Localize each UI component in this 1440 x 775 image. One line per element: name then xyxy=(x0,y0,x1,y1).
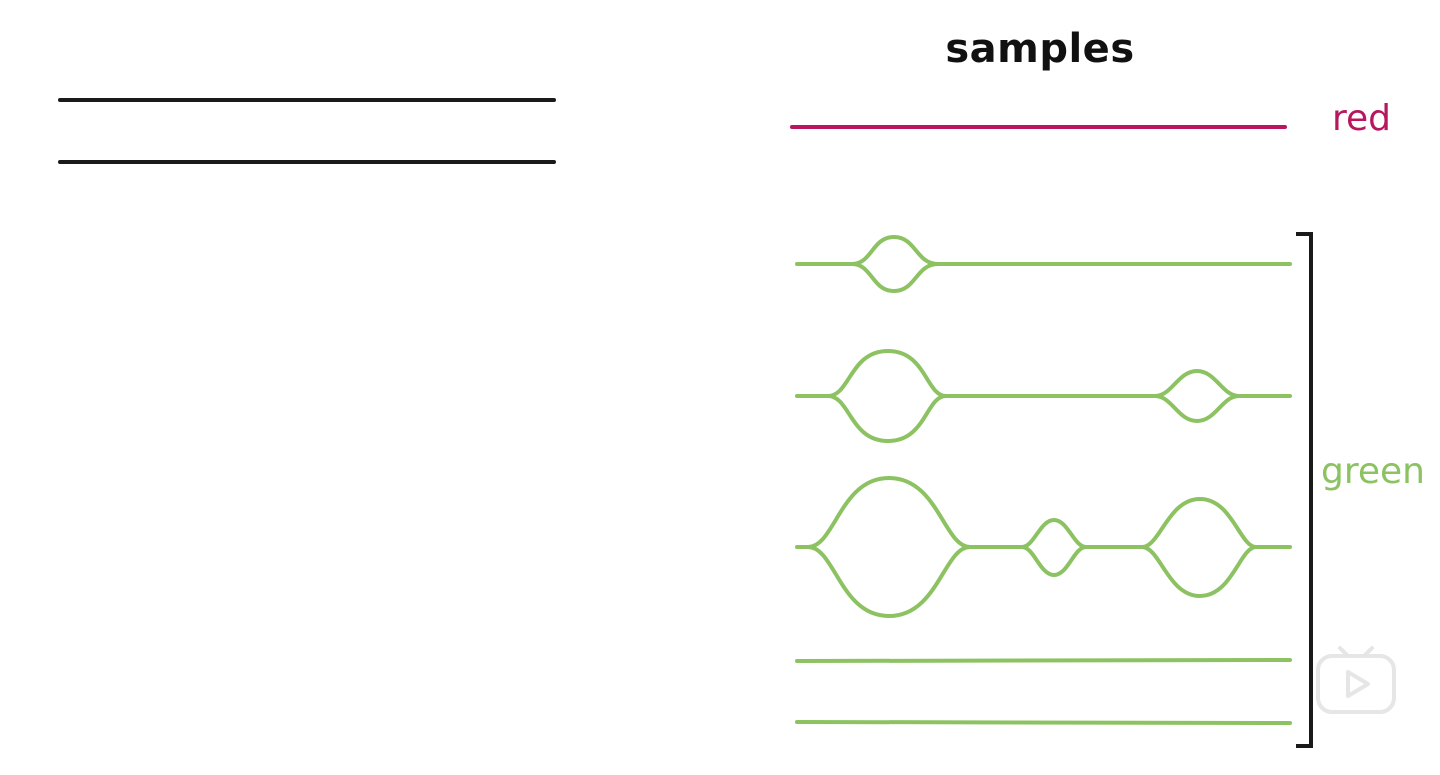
diagram-title: samples xyxy=(945,26,1135,72)
green-sample-2 xyxy=(795,348,1292,444)
play-icon xyxy=(1316,646,1396,714)
green-group-bracket xyxy=(1296,232,1313,748)
green-sample-4 xyxy=(795,658,1292,663)
red-label: red xyxy=(1332,98,1392,139)
green-sample-5 xyxy=(795,720,1292,725)
play-button[interactable] xyxy=(1316,644,1396,716)
green-sample-3 xyxy=(795,475,1292,619)
green-label: green xyxy=(1321,451,1425,492)
green-sample-1 xyxy=(795,234,1292,294)
